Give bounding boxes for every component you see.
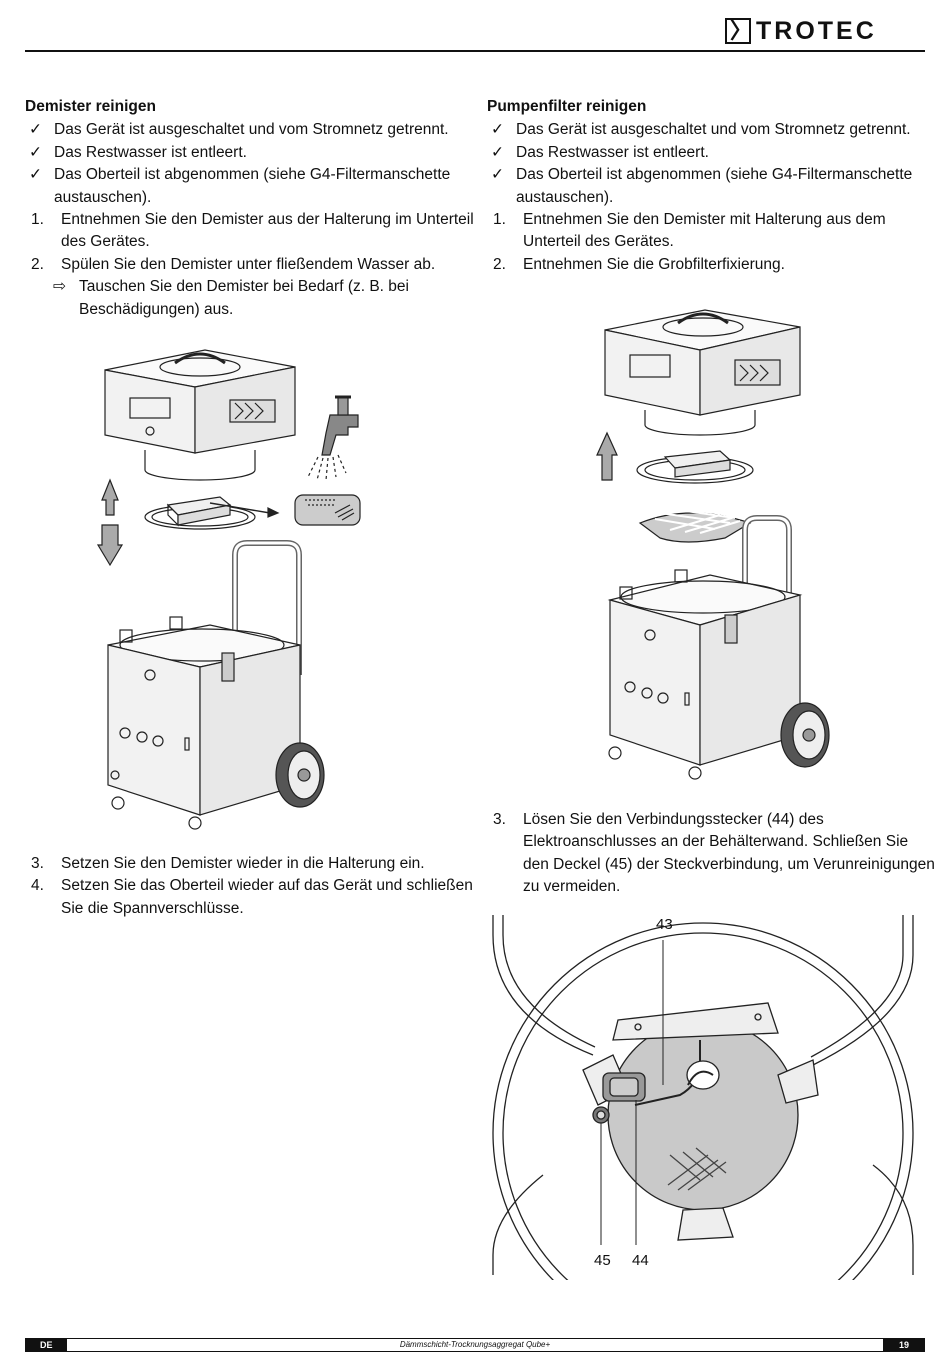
- check-icon: ✓: [29, 143, 42, 161]
- precondition-item: ✓Das Gerät ist ausgeschaltet und vom Str…: [487, 119, 937, 141]
- demister-cleaning-illustration: [90, 345, 390, 840]
- section-pumpenfilter: Pumpenfilter reinigen ✓Das Gerät ist aus…: [487, 96, 937, 276]
- check-icon: ✓: [29, 166, 42, 184]
- step-item: 3.Setzen Sie den Demister wieder in die …: [25, 853, 475, 875]
- callout-44: 44: [632, 1252, 649, 1269]
- step-item: 1.Entnehmen Sie den Demister aus der Hal…: [31, 211, 474, 251]
- step-item: 2.Spülen Sie den Demister unter fließend…: [25, 254, 475, 276]
- step-number: 3.: [493, 811, 506, 828]
- trotec-logo: 〉 TROTEC: [725, 16, 925, 46]
- check-icon: ✓: [491, 143, 504, 161]
- logo-chevron-icon: 〉: [725, 18, 752, 44]
- precondition-item: ✓Das Restwasser ist entleert.: [25, 142, 475, 164]
- check-icon: ✓: [491, 166, 504, 184]
- footer-page-number: 19: [883, 1338, 925, 1352]
- section-heading: Pumpenfilter reinigen: [487, 98, 647, 115]
- step-item: 2.Entnehmen Sie die Grobfilterfixierung.: [487, 254, 937, 276]
- footer-document-title: Dämmschicht-Trocknungsaggregat Qube+: [399, 1340, 551, 1349]
- logo-text: TROTEC: [756, 16, 877, 45]
- section-demister: Demister reinigen ✓Das Gerät ist ausgesc…: [25, 96, 475, 321]
- precondition-item: ✓Das Gerät ist ausgeschaltet und vom Str…: [25, 119, 475, 141]
- step-number: 1.: [31, 211, 44, 229]
- check-icon: ✓: [29, 121, 42, 139]
- result-arrow-icon: ⇨: [53, 278, 66, 296]
- step-number: 4.: [31, 877, 44, 895]
- callout-43: 43: [656, 916, 673, 933]
- steps-continued-right: 3.Lösen Sie den Verbindungsstecker (44) …: [487, 809, 937, 899]
- precondition-item: ✓Das Oberteil ist abgenommen (siehe G4-F…: [491, 166, 913, 206]
- connector-detail-illustration: 43 44 45: [488, 915, 918, 1280]
- pumpenfilter-removal-illustration: [585, 305, 840, 785]
- steps-continued-left: 3.Setzen Sie den Demister wieder in die …: [25, 853, 475, 920]
- step-item: 3.Lösen Sie den Verbindungsstecker (44) …: [493, 811, 935, 896]
- step-number: 2.: [31, 255, 44, 273]
- step-item: 1.Entnehmen Sie den Demister mit Halteru…: [493, 211, 886, 251]
- step-number: 1.: [493, 211, 506, 229]
- check-icon: ✓: [491, 121, 504, 139]
- step-number: 2.: [493, 255, 506, 273]
- section-heading: Demister reinigen: [25, 98, 156, 115]
- step-item: 4.Setzen Sie das Oberteil wieder auf das…: [31, 877, 473, 917]
- header-rule: [25, 50, 925, 52]
- precondition-item: ✓Das Restwasser ist entleert.: [487, 142, 937, 164]
- precondition-item: ✓Das Oberteil ist abgenommen (siehe G4-F…: [29, 166, 451, 206]
- callout-45: 45: [594, 1252, 611, 1269]
- step-number: 3.: [31, 855, 44, 872]
- footer-language: DE: [25, 1338, 67, 1352]
- result-item: ⇨Tauschen Sie den Demister bei Bedarf (z…: [53, 278, 409, 318]
